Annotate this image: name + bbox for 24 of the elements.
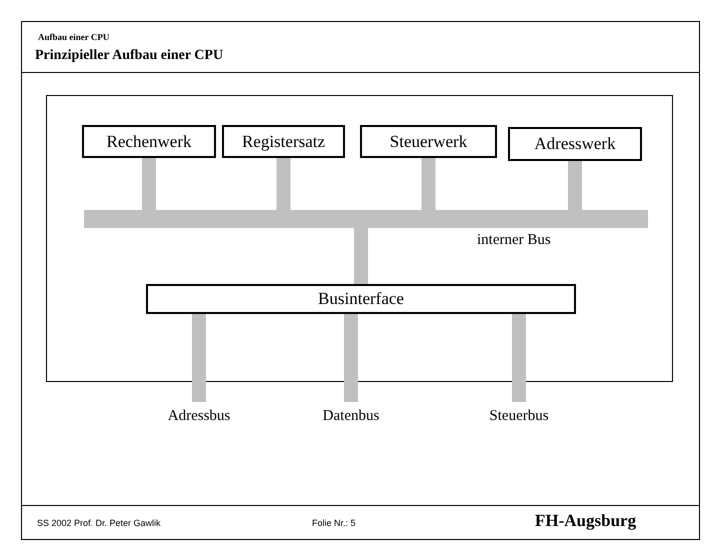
bus-name: interner Bus	[477, 232, 551, 249]
unit-box: Rechenwerk	[82, 125, 216, 158]
bus-bar	[84, 210, 648, 228]
bus-line	[422, 158, 436, 210]
slide-title: Prinzipieller Aufbau einer CPU	[35, 48, 224, 64]
footer-text: SS 2002 Prof. Dr. Peter Gawlik	[37, 518, 161, 528]
header-text: Aufbau einer CPU	[38, 32, 110, 42]
cpu-frame	[46, 95, 673, 382]
bus-label: Steuerbus	[479, 406, 559, 426]
bus-label: Adressbus	[159, 406, 239, 426]
unit-box: Registersatz	[222, 125, 345, 158]
unit-box: Steuerwerk	[360, 125, 497, 158]
bus-line	[192, 314, 206, 402]
bus-line	[142, 158, 156, 210]
bus-label: Datenbus	[311, 406, 391, 426]
bus-line	[344, 314, 358, 402]
bus-line	[276, 158, 290, 210]
bus-line	[354, 228, 368, 284]
bus-line	[512, 314, 526, 402]
interface-box: Businterface	[146, 284, 576, 314]
unit-box: Adresswerk	[508, 127, 642, 161]
footer-text: Folie Nr.: 5	[312, 518, 356, 528]
bus-line	[568, 161, 582, 210]
school-name: FH-Augsburg	[535, 511, 636, 531]
